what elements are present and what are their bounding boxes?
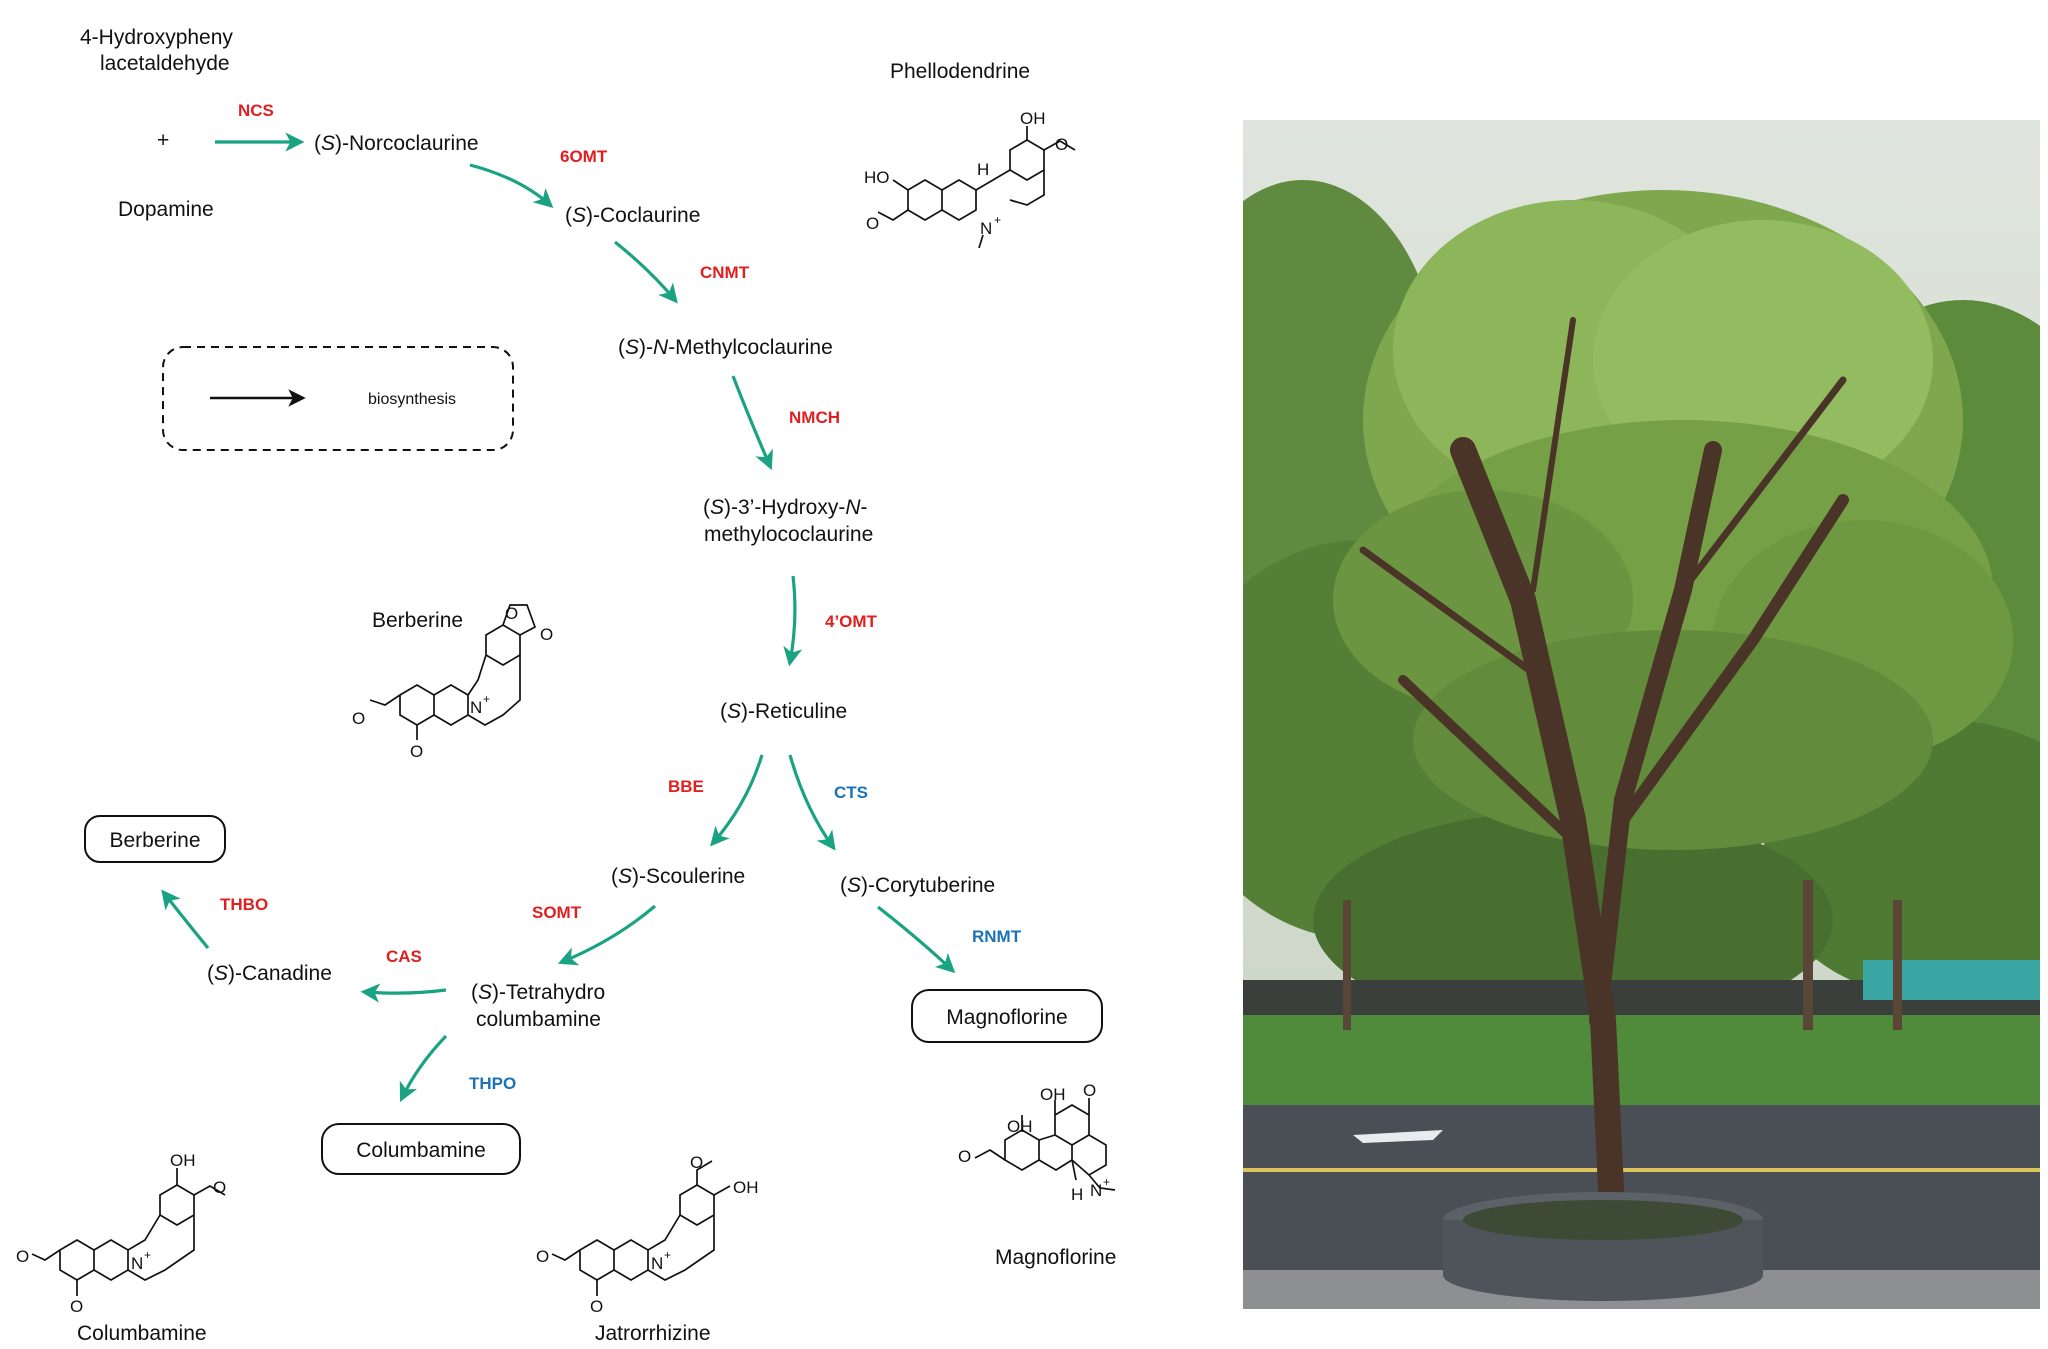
atom-o: O [213, 1178, 226, 1197]
structure-label-columbamine: Columbamine [77, 1322, 207, 1345]
arrow-thpo [399, 1034, 448, 1103]
atom-oh: OH [733, 1178, 759, 1197]
structure-phellodendrine [877, 126, 1076, 249]
legend-box [162, 346, 514, 451]
atom-oh: OH [1007, 1117, 1033, 1136]
enzyme-rnmt: RNMT [972, 927, 1022, 946]
enzyme-ncs: NCS [238, 101, 274, 120]
atom-o: O [958, 1147, 971, 1166]
atom-oh: OH [1020, 109, 1046, 128]
atom-h: H [977, 160, 989, 179]
arrow-6omt [469, 163, 554, 208]
compound-hydroxy-n-methylcoclaurine-line1: (S)-3’-Hydroxy-N- [703, 496, 868, 519]
atom-o: O [352, 709, 365, 728]
atom-charge: + [664, 1248, 671, 1262]
atom-ho: HO [864, 168, 890, 187]
atom-n: N [470, 698, 482, 717]
atom-charge: + [1103, 1175, 1110, 1189]
atom-o: O [540, 625, 553, 644]
atom-charge: + [144, 1248, 151, 1262]
enzyme-bbe: BBE [668, 777, 704, 796]
atom-n: N [651, 1254, 663, 1273]
biosynthesis-pathway-diagram: 4-Hydroxypheny lacetaldehyde + Dopamine … [16, 26, 1116, 1345]
structure-label-magnoflorine: Magnoflorine [995, 1246, 1116, 1269]
tree-photo-illustration [1243, 120, 2040, 1309]
atom-o: O [866, 214, 879, 233]
start-compound-dopamine: Dopamine [118, 198, 214, 221]
arrow-thbo [161, 889, 210, 950]
arrow-cts [788, 754, 836, 851]
arrow-cnmt [614, 240, 678, 304]
atom-charge: + [994, 213, 1001, 227]
enzyme-4omt: 4’OMT [825, 612, 878, 631]
atom-o: O [690, 1153, 703, 1172]
atom-o: O [590, 1297, 603, 1316]
compound-hydroxy-n-methylcoclaurine-line2: methylococlaurine [704, 523, 873, 546]
product-columbamine: Columbamine [356, 1139, 486, 1162]
atom-o: O [70, 1297, 83, 1316]
product-berberine: Berberine [109, 829, 200, 852]
structure-label-phellodendrine: Phellodendrine [890, 60, 1030, 83]
product-box-columbamine [321, 1123, 521, 1175]
phellodendron-tree-photo [1243, 120, 2040, 1309]
enzyme-cas: CAS [386, 947, 422, 966]
arrow-bbe [710, 754, 764, 847]
arrow-somt [557, 904, 657, 966]
arrow-4omt [783, 575, 803, 667]
compound-scoulerine: (S)-Scoulerine [611, 865, 745, 888]
product-magnoflorine: Magnoflorine [946, 1006, 1067, 1029]
atom-n: N [131, 1254, 143, 1273]
compound-norcoclaurine: (S)-Norcoclaurine [314, 132, 479, 155]
atom-o: O [505, 604, 518, 623]
atom-o: O [536, 1247, 549, 1266]
compound-n-methylcoclaurine: (S)-N-Methylcoclaurine [618, 336, 833, 359]
arrow-cas [360, 983, 447, 1003]
atom-oh: OH [170, 1151, 196, 1170]
atom-o: O [410, 742, 423, 761]
enzyme-somt: SOMT [532, 903, 582, 922]
atom-charge: + [483, 692, 490, 706]
atom-o: O [16, 1247, 29, 1266]
product-box-berberine [84, 815, 226, 863]
structure-label-jatrorrhizine: Jatrorrhizine [595, 1322, 711, 1345]
structure-columbamine [31, 1168, 226, 1296]
structure-jatrorrhizine [551, 1160, 731, 1296]
compound-tetrahydrocolumbamine-line2: columbamine [476, 1008, 601, 1031]
enzyme-thpo: THPO [469, 1074, 516, 1093]
start-compound-a-line1: 4-Hydroxypheny [80, 26, 233, 49]
structure-berberine [369, 604, 537, 740]
atom-n: N [1090, 1181, 1102, 1200]
enzyme-cnmt: CNMT [700, 263, 750, 282]
start-compound-a-line2: lacetaldehyde [100, 52, 230, 75]
atom-o: O [1055, 135, 1068, 154]
structure-label-berberine: Berberine [372, 609, 463, 632]
enzyme-6omt: 6OMT [560, 147, 608, 166]
enzyme-nmch: NMCH [789, 408, 840, 427]
enzyme-thbo: THBO [220, 895, 268, 914]
atom-n: N [980, 219, 992, 238]
compound-corytuberine: (S)-Corytuberine [840, 874, 995, 897]
compound-reticuline: (S)-Reticuline [720, 700, 847, 723]
atom-h: H [1071, 1185, 1083, 1204]
atom-oh: OH [1040, 1085, 1066, 1104]
arrow-rnmt [877, 905, 956, 974]
structure-magnoflorine [974, 1098, 1116, 1191]
compound-tetrahydrocolumbamine-line1: (S)-Tetrahydro [471, 981, 605, 1004]
product-box-magnoflorine [911, 989, 1103, 1043]
legend-label: biosynthesis [368, 391, 456, 408]
plus-sign: + [157, 129, 169, 152]
arrow-nmch [731, 375, 773, 471]
atom-o: O [1083, 1081, 1096, 1100]
enzyme-cts: CTS [834, 783, 868, 802]
compound-canadine: (S)-Canadine [207, 962, 332, 985]
compound-coclaurine: (S)-Coclaurine [565, 204, 700, 227]
